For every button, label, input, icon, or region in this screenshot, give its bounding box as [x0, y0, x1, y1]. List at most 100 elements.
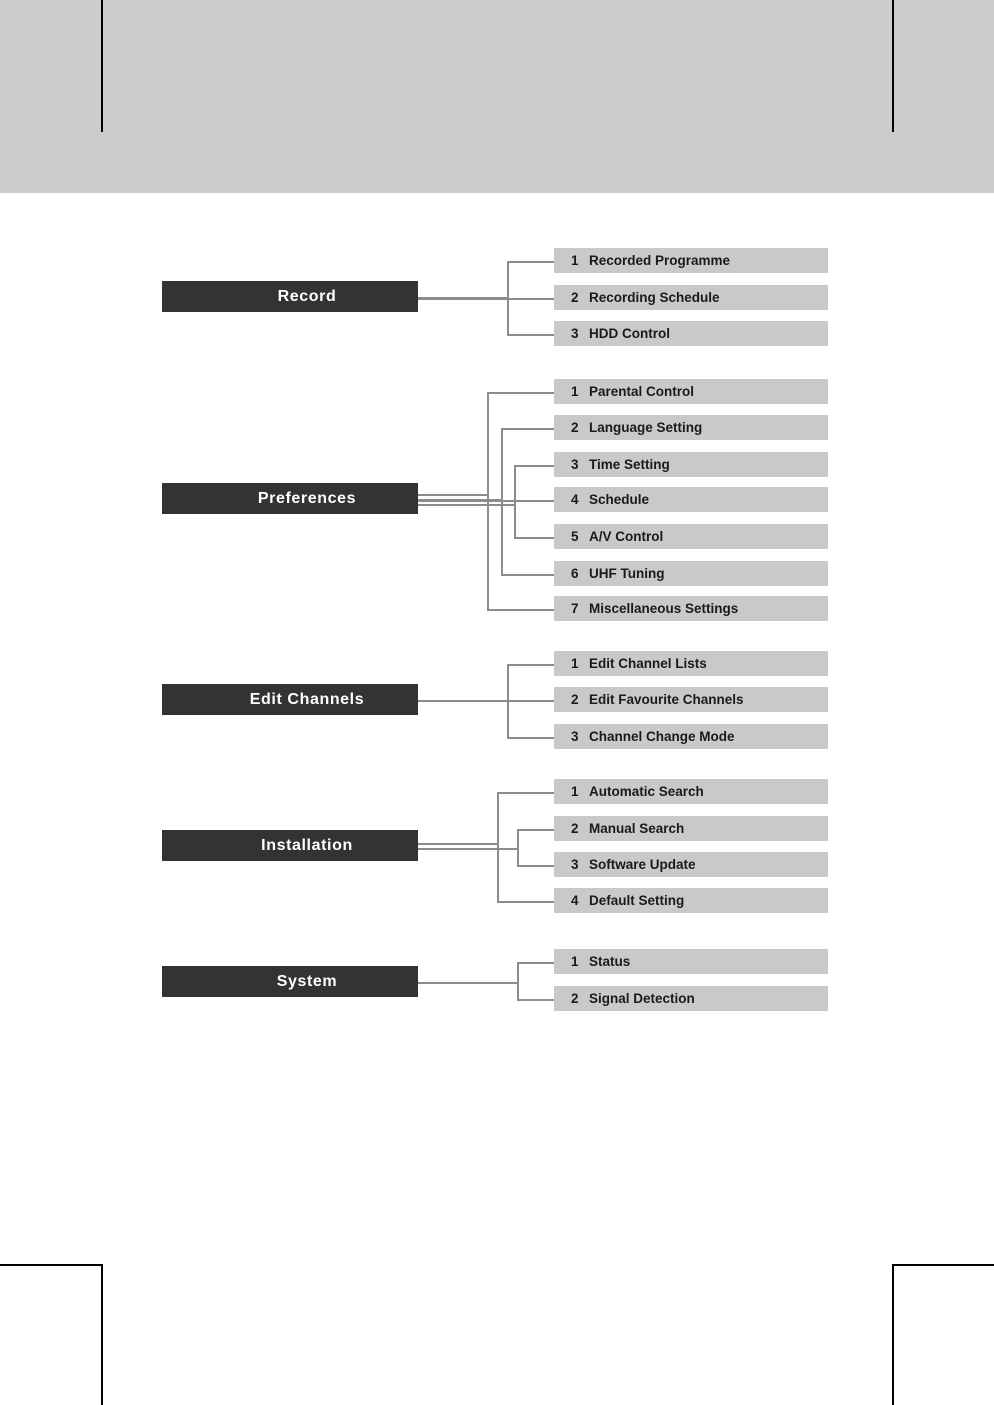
connector-feed-preferences-1: [418, 494, 489, 496]
menu-item-number: 3: [571, 457, 579, 472]
menu-item-number: 3: [571, 857, 579, 872]
menu-item-number: 1: [571, 954, 579, 969]
menu-item-preferences-3[interactable]: 3 Time Setting: [554, 452, 828, 477]
menu-parent-label: Record: [277, 287, 337, 305]
connector-stub-preferences-3: [514, 464, 554, 467]
menu-item-number: 5: [571, 529, 579, 544]
menu-item-number: 2: [571, 692, 579, 707]
menu-item-edit-channels-2[interactable]: 2 Edit Favourite Channels: [554, 687, 828, 712]
header-rule-right: [892, 0, 894, 132]
connector-stub-system-2: [517, 998, 554, 1001]
menu-parent-record[interactable]: Record: [162, 281, 418, 312]
menu-item-label: HDD Control: [589, 326, 670, 341]
menu-item-label: Signal Detection: [589, 991, 695, 1006]
menu-parent-preferences[interactable]: Preferences: [162, 483, 418, 514]
menu-item-label: Language Setting: [589, 420, 703, 435]
menu-item-installation-1[interactable]: 1 Automatic Search: [554, 779, 828, 804]
connector-stub-installation-2: [517, 828, 554, 831]
connector-stub-system-1: [517, 961, 554, 964]
menu-item-edit-channels-1[interactable]: 1 Edit Channel Lists: [554, 651, 828, 676]
menu-item-number: 1: [571, 784, 579, 799]
menu-item-label: Time Setting: [589, 457, 670, 472]
menu-parent-label: Edit Channels: [249, 690, 365, 708]
menu-parent-system[interactable]: System: [162, 966, 418, 997]
connector-trunk-installation-1: [497, 791, 499, 901]
menu-item-preferences-7[interactable]: 7 Miscellaneous Settings: [554, 596, 828, 621]
menu-item-system-1[interactable]: 1 Status: [554, 949, 828, 974]
menu-item-label: Recording Schedule: [589, 290, 720, 305]
menu-item-installation-2[interactable]: 2 Manual Search: [554, 816, 828, 841]
menu-item-installation-3[interactable]: 3 Software Update: [554, 852, 828, 877]
connector-stub-preferences-6: [501, 573, 554, 576]
menu-item-number: 1: [571, 384, 579, 399]
connector-stub-edit-channels-3: [507, 736, 554, 739]
connector-feed-installation-1: [418, 843, 499, 845]
menu-item-label: Schedule: [589, 492, 650, 507]
crop-mark-bottom-left-horizontal: [0, 1264, 103, 1266]
menu-item-label: A/V Control: [589, 529, 664, 544]
connector-stub-installation-3: [517, 864, 554, 867]
menu-item-installation-4[interactable]: 4 Default Setting: [554, 888, 828, 913]
connector-stub-preferences-5: [514, 536, 554, 539]
menu-item-number: 2: [571, 821, 579, 836]
connector-stub-preferences-1: [487, 391, 554, 394]
menu-item-number: 1: [571, 253, 579, 268]
connector-trunk-system-1: [517, 961, 519, 999]
menu-item-edit-channels-3[interactable]: 3 Channel Change Mode: [554, 724, 828, 749]
menu-item-preferences-6[interactable]: 6 UHF Tuning: [554, 561, 828, 586]
menu-item-preferences-1[interactable]: 1 Parental Control: [554, 379, 828, 404]
menu-item-number: 4: [571, 492, 579, 507]
menu-parent-installation[interactable]: Installation: [162, 830, 418, 861]
connector-feed-installation-2: [418, 848, 519, 850]
menu-item-label: Recorded Programme: [589, 253, 731, 268]
connector-direct-edit-channels-2: [418, 699, 554, 702]
menu-item-number: 6: [571, 566, 579, 581]
menu-item-label: Status: [589, 954, 631, 969]
menu-item-number: 4: [571, 893, 579, 908]
menu-item-label: Parental Control: [589, 384, 695, 399]
menu-item-system-2[interactable]: 2 Signal Detection: [554, 986, 828, 1011]
crop-mark-bottom-right-vertical: [892, 1264, 894, 1405]
menu-item-record-1[interactable]: 1 Recorded Programme: [554, 248, 828, 273]
connector-stub-installation-1: [497, 791, 554, 794]
connector-stub-record-1: [507, 260, 554, 263]
connector-feed-preferences-3: [418, 504, 516, 506]
menu-item-preferences-5[interactable]: 5 A/V Control: [554, 524, 828, 549]
connector-stub-preferences-2: [501, 427, 554, 430]
menu-parent-label: System: [276, 972, 338, 990]
connector-feed-system-1: [418, 982, 519, 984]
connector-stub-installation-4: [497, 900, 554, 903]
header-rule-left: [101, 0, 103, 132]
menu-item-label: Edit Favourite Channels: [589, 692, 744, 707]
menu-item-number: 2: [571, 420, 579, 435]
menu-item-record-3[interactable]: 3 HDD Control: [554, 321, 828, 346]
crop-mark-bottom-left-vertical: [101, 1264, 103, 1405]
menu-parent-label: Installation: [261, 836, 353, 854]
menu-item-label: Software Update: [589, 857, 696, 872]
menu-item-number: 7: [571, 601, 579, 616]
connector-direct-preferences-4: [418, 499, 554, 502]
menu-item-label: Default Setting: [589, 893, 685, 908]
connector-stub-edit-channels-1: [507, 663, 554, 666]
menu-item-number: 3: [571, 326, 579, 341]
menu-item-label: Channel Change Mode: [589, 729, 735, 744]
connector-trunk-installation-2: [517, 828, 519, 865]
menu-parent-edit-channels[interactable]: Edit Channels: [162, 684, 418, 715]
menu-item-preferences-2[interactable]: 2 Language Setting: [554, 415, 828, 440]
menu-item-record-2[interactable]: 2 Recording Schedule: [554, 285, 828, 310]
connector-direct-record-2: [418, 297, 554, 300]
menu-item-label: Miscellaneous Settings: [589, 601, 739, 616]
menu-item-label: Automatic Search: [589, 784, 704, 799]
menu-parent-label: Preferences: [257, 489, 357, 507]
menu-item-label: Edit Channel Lists: [589, 656, 707, 671]
menu-item-label: UHF Tuning: [589, 566, 665, 581]
menu-item-label: Manual Search: [589, 821, 685, 836]
menu-item-number: 3: [571, 729, 579, 744]
crop-mark-bottom-right-horizontal: [892, 1264, 994, 1266]
menu-item-number: 2: [571, 290, 579, 305]
menu-item-number: 2: [571, 991, 579, 1006]
menu-item-number: 1: [571, 656, 579, 671]
menu-item-preferences-4[interactable]: 4 Schedule: [554, 487, 828, 512]
connector-stub-preferences-7: [487, 608, 554, 611]
